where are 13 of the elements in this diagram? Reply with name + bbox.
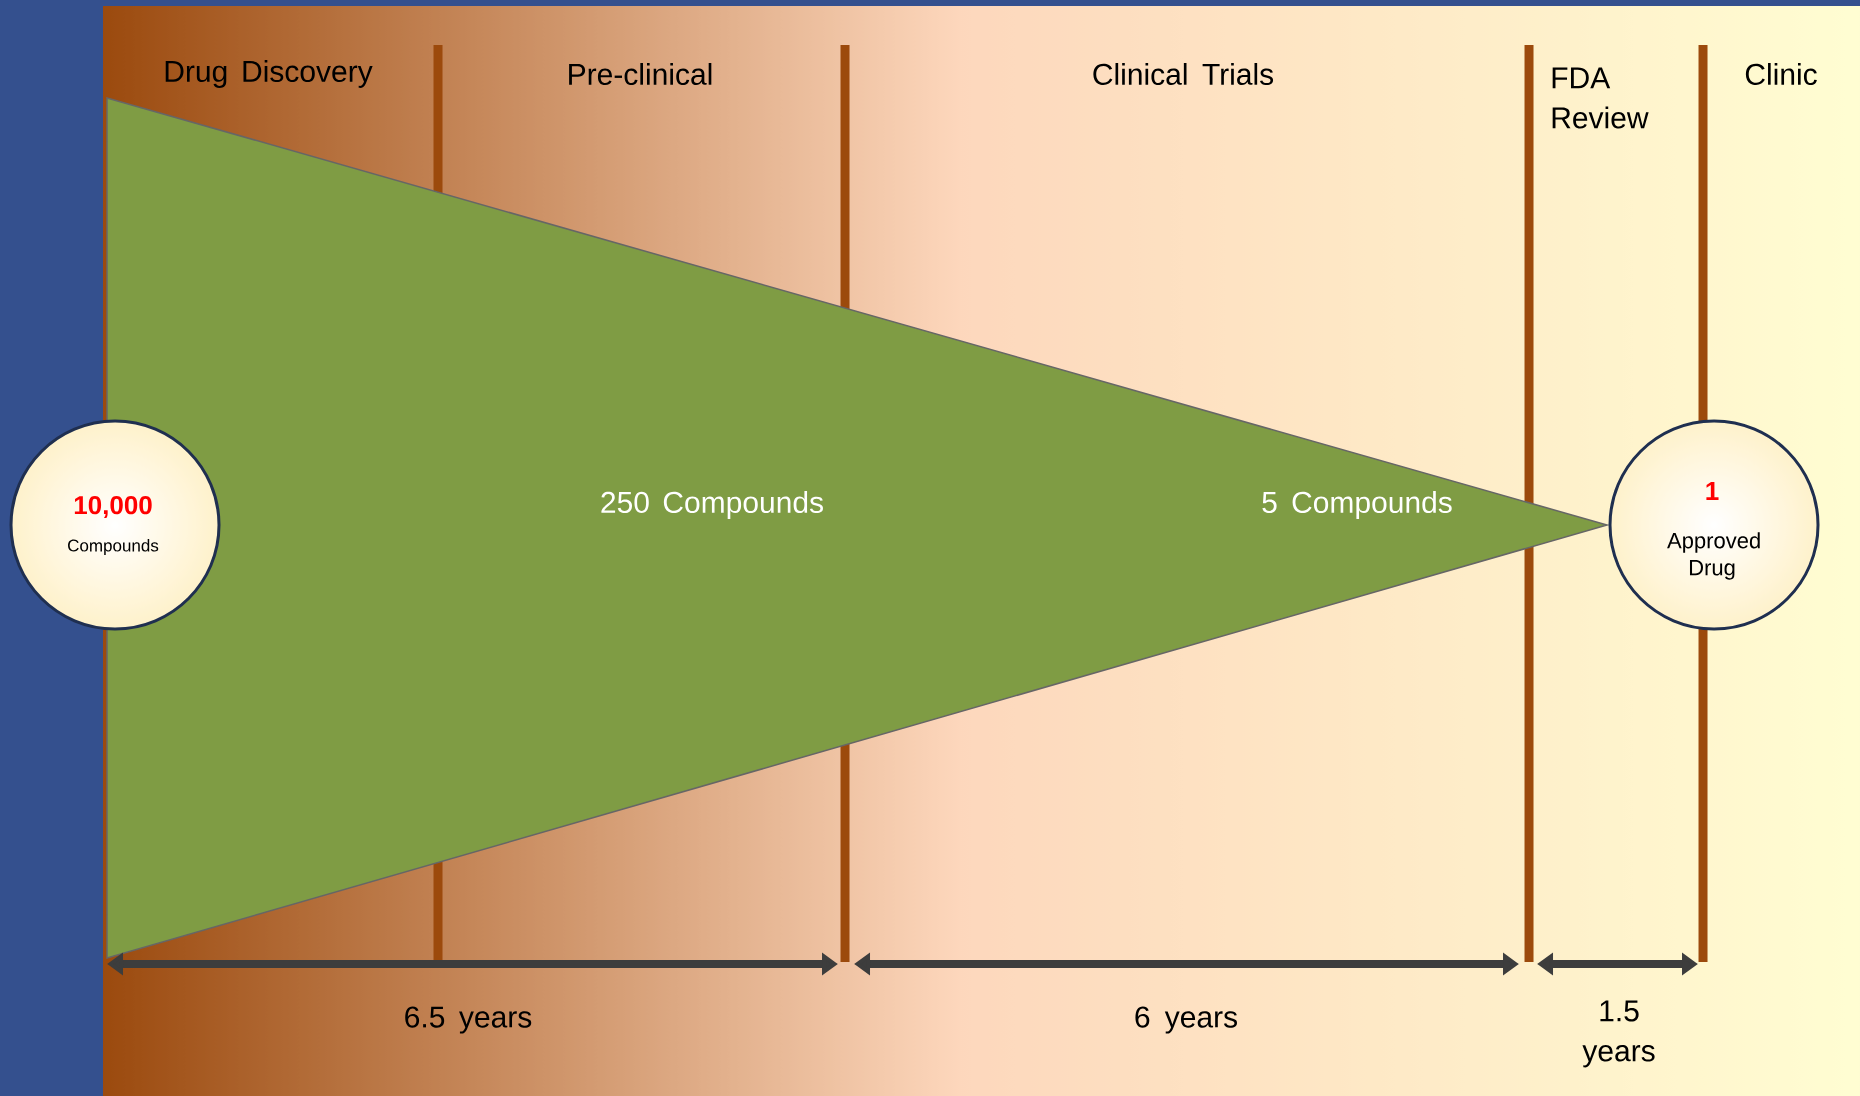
- count-circle: [9, 419, 221, 631]
- phase-heading: Clinic: [1745, 63, 1817, 85]
- count-caption: Approved Drug: [1667, 532, 1760, 580]
- funnel-label: 250 Compounds: [601, 491, 823, 519]
- count-number: 1: [1706, 482, 1719, 500]
- funnel-label: 5 Compounds: [1262, 491, 1452, 519]
- duration-label: 6.5 years: [405, 1006, 532, 1034]
- duration-label: 6 years: [1135, 1006, 1237, 1034]
- phase-heading: FDA Review: [1552, 67, 1649, 129]
- duration-label: 1.5 years: [1582, 1000, 1655, 1068]
- count-caption: Compounds: [68, 539, 159, 555]
- count-number: 10,000: [74, 495, 152, 519]
- count-circle: [1608, 419, 1820, 631]
